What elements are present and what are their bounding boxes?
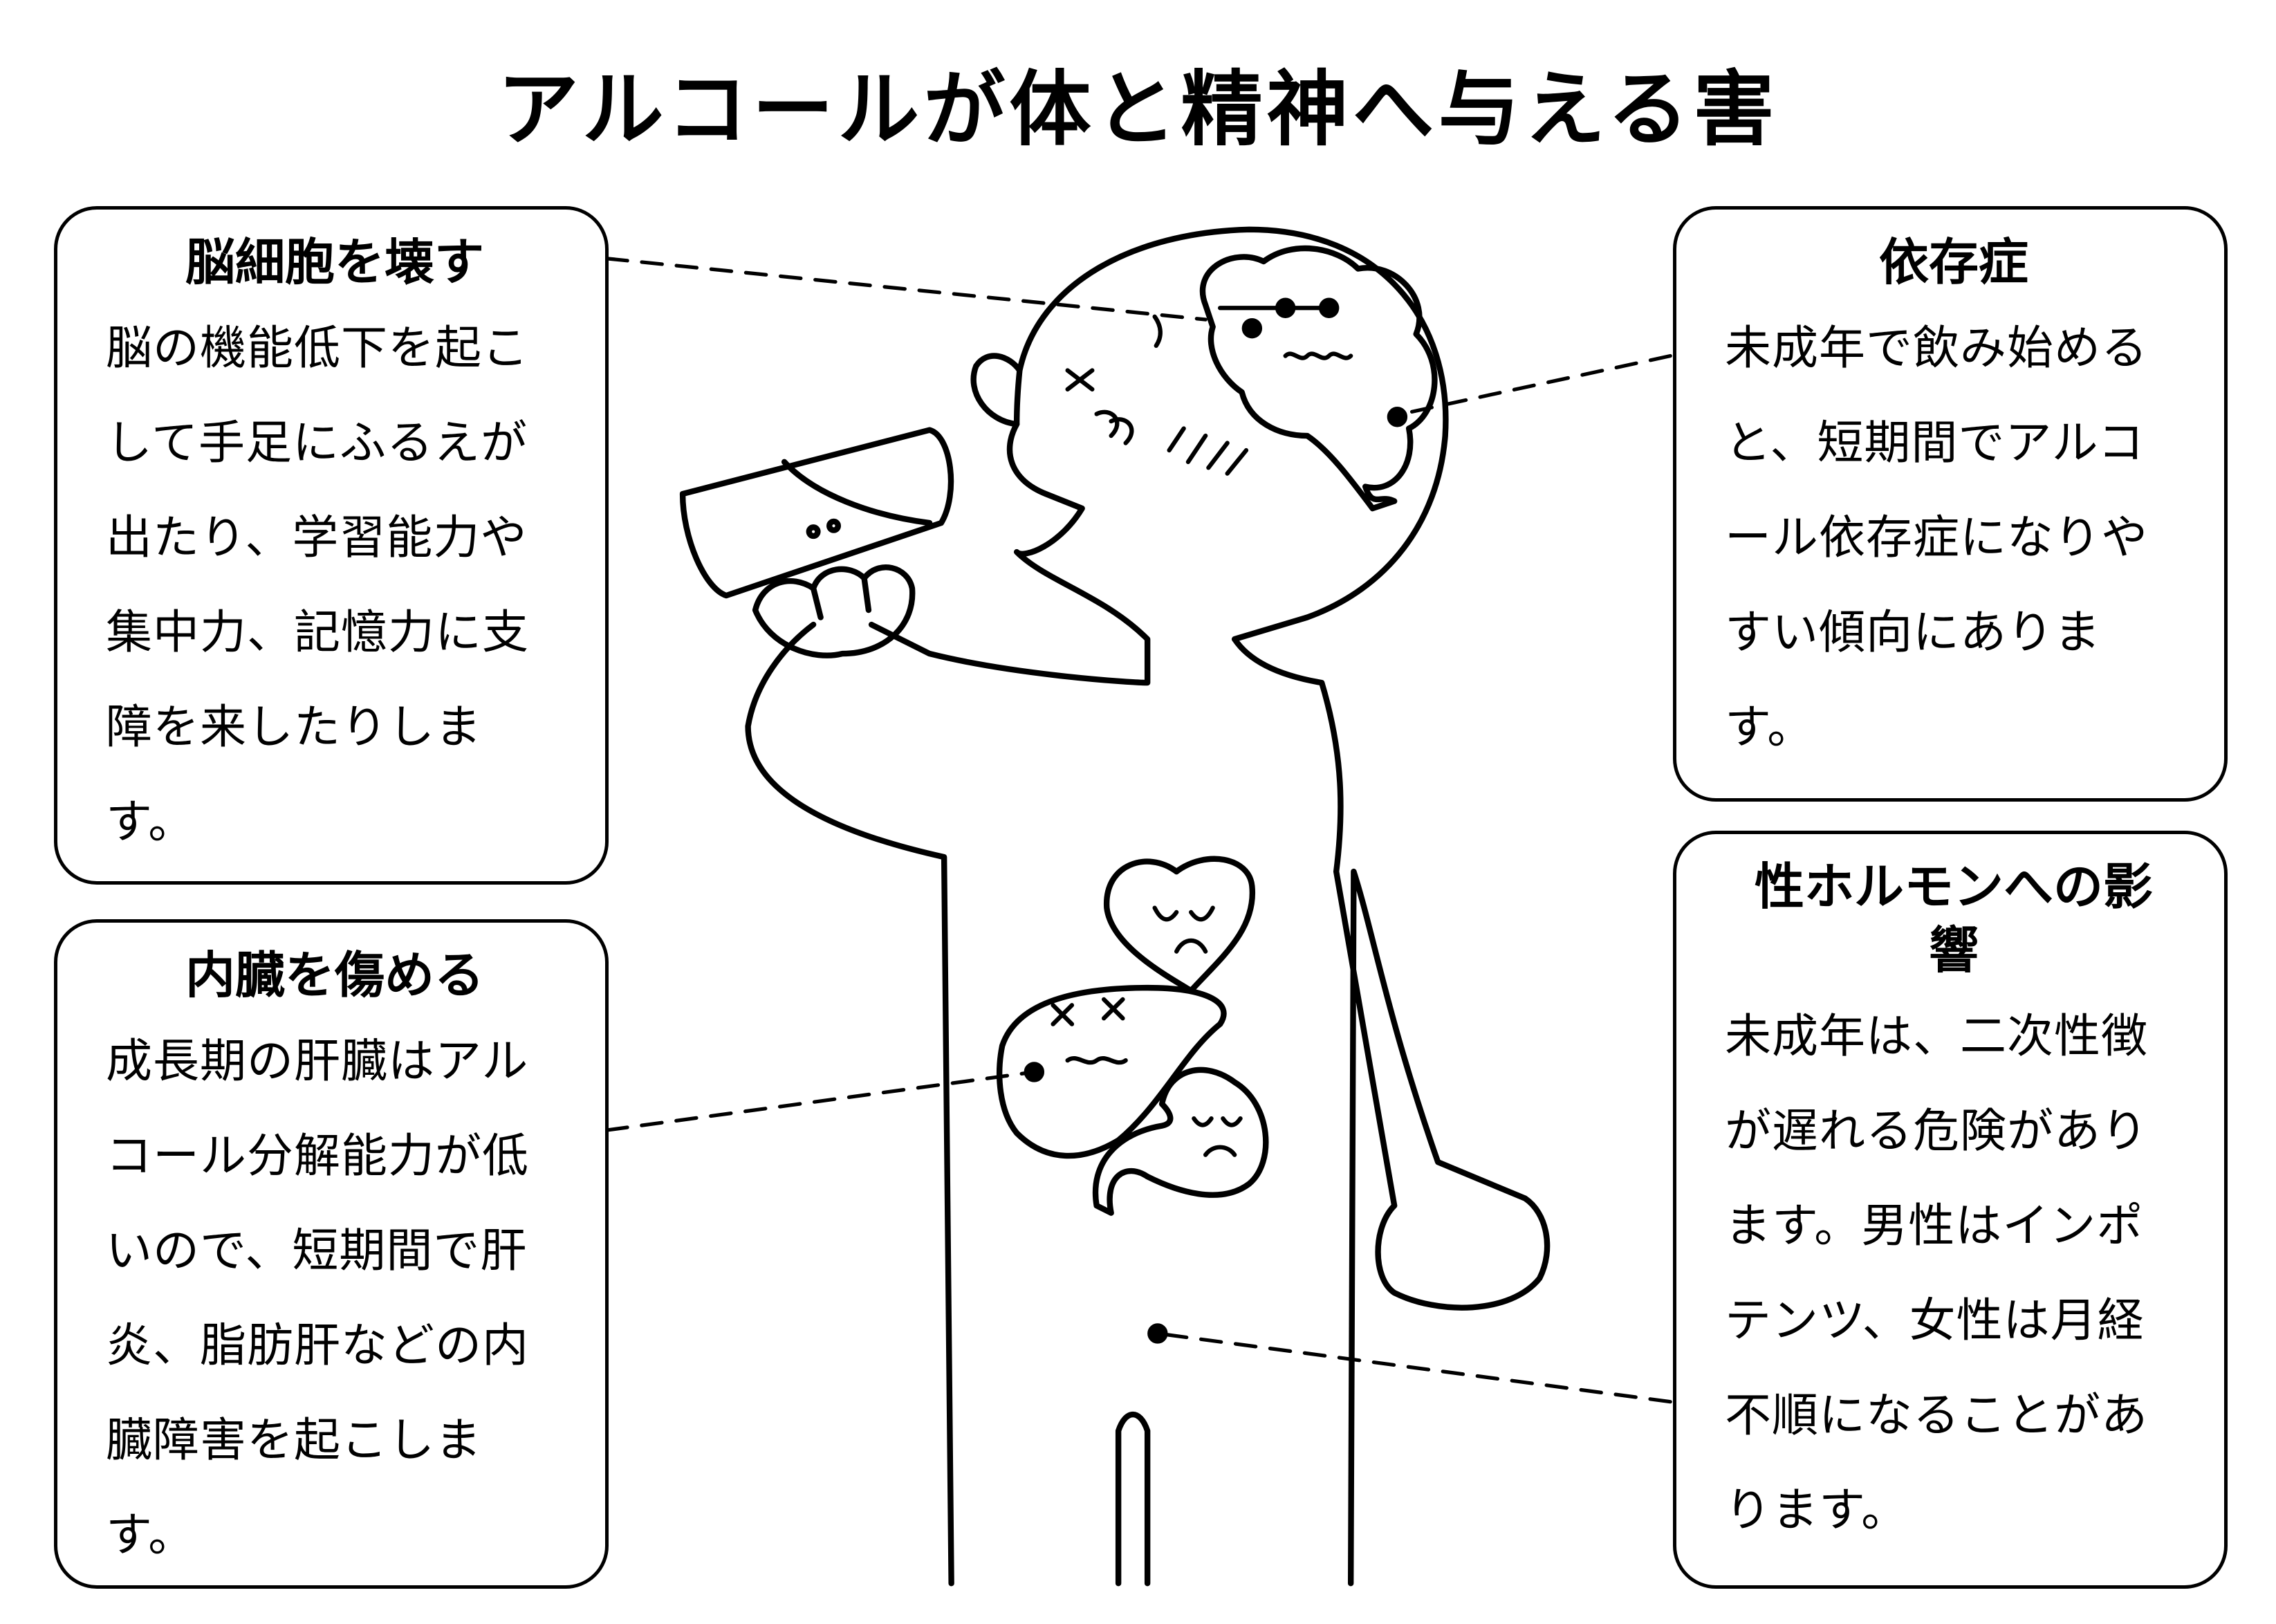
brain-damage-heading: 脳細胞を壊す: [185, 233, 484, 291]
organ-damage-heading: 内臓を傷める: [185, 946, 484, 1004]
hormone-text: 未成年は、二次性徴が遅れる危険があります。男性はインポテンツ、女性は月経不順にな…: [1725, 1009, 2148, 1537]
addiction-heading: 依存症: [1878, 233, 2028, 291]
stomach-icon: [1092, 1067, 1269, 1216]
leader-lines: [605, 257, 1672, 1404]
addiction-text: 未成年で飲み始めると、短期間でアルコール依存症になりやすい傾向にあります。: [1725, 321, 2148, 754]
body-outline: [745, 226, 1551, 1587]
heart-icon: [1104, 856, 1256, 994]
brain-damage-box: 脳細胞を壊す 脳の機能低下を起こして手足にふるえが出たり、学習能力や集中力、記憶…: [54, 206, 609, 885]
organ-damage-box: 内臓を傷める 成長期の肝臓はアルコール分解能力が低いので、短期間で肝炎、脂肪肝な…: [54, 919, 609, 1589]
organ-damage-text: 成長期の肝臓はアルコール分解能力が低いので、短期間で肝炎、脂肪肝などの内臓障害を…: [106, 1034, 529, 1562]
page-title: アルコールが体と精神へ与える害: [497, 62, 1779, 157]
brain-damage-text: 脳の機能低下を起こして手足にふるえが出たり、学習能力や集中力、記憶力に支障を来し…: [106, 321, 529, 849]
addiction-box: 依存症 未成年で飲み始めると、短期間でアルコール依存症になりやすい傾向にあります…: [1673, 206, 2228, 802]
hormone-box: 性ホルモンへの影響 未成年は、二次性徴が遅れる危険があります。男性はインポテンツ…: [1673, 831, 2228, 1589]
abdomen-marker: [1147, 1323, 1168, 1344]
brain-icon: [1199, 245, 1438, 512]
liver-icon: [997, 984, 1227, 1159]
hormone-heading: 性ホルモンへの影響: [1754, 858, 2153, 979]
hand-icon: [752, 564, 916, 658]
face: [1065, 314, 1249, 476]
glass-icon: [679, 427, 954, 599]
